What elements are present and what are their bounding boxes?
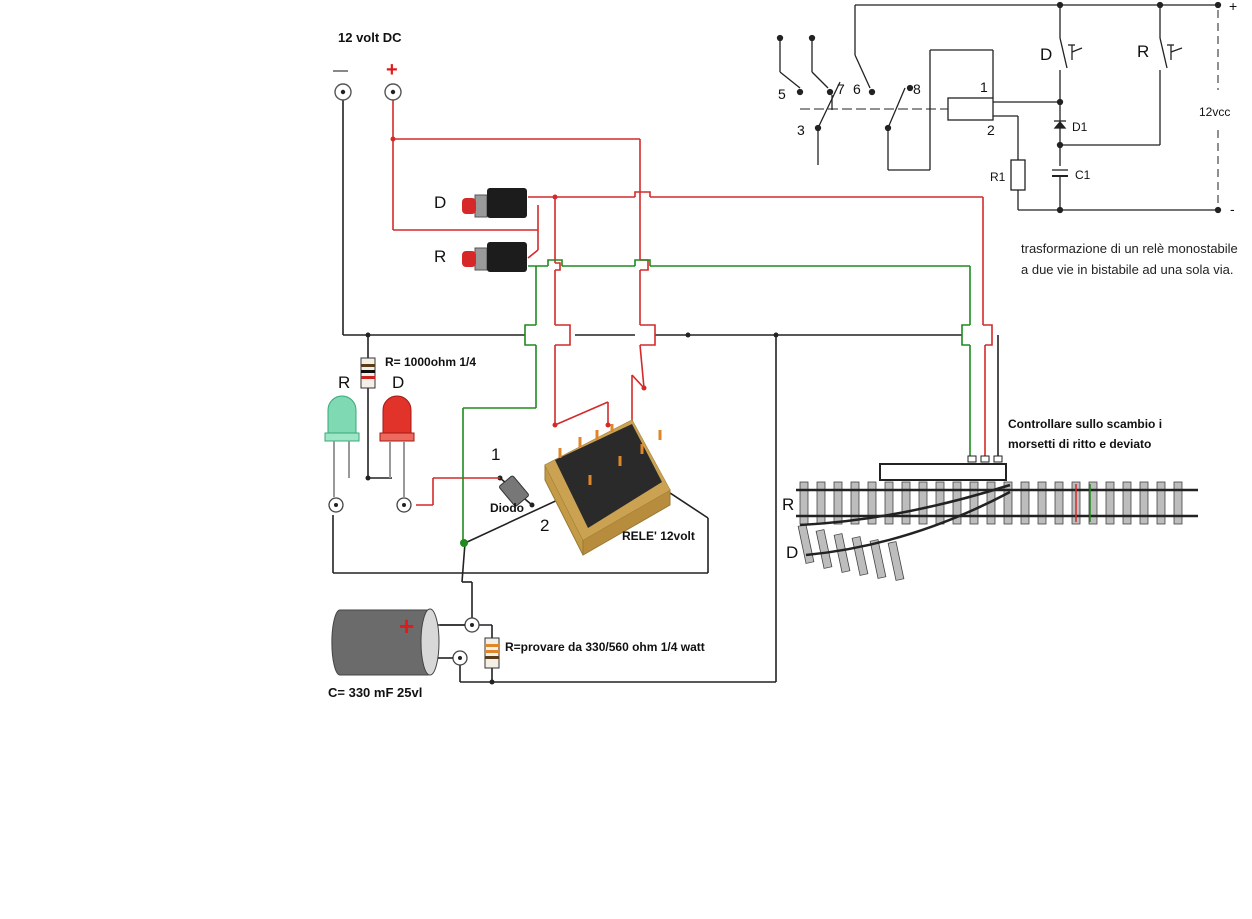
relay-schematic [776, 1, 1222, 214]
schematic-plus-label: + [1229, 0, 1237, 14]
pin-5-label: 5 [778, 86, 786, 102]
pin-3-label: 3 [797, 122, 805, 138]
push-button-r: R [434, 242, 527, 272]
pin-1-label: 1 [980, 79, 988, 95]
capacitor-plus: + [399, 611, 414, 641]
schematic-labels: 5 7 6 8 3 1 2 D R D1 R1 C1 12vcc + - [778, 0, 1237, 217]
resistor-r1-label: R1 [990, 170, 1006, 184]
relay-pin1-label: 1 [491, 445, 500, 464]
track-note: Controllare sullo scambio i morsetti di … [1008, 417, 1163, 451]
led-d-label: D [392, 373, 404, 392]
schematic-minus-label: - [1230, 201, 1235, 217]
pin-2-label: 2 [987, 122, 995, 138]
capacitor-resistor-label: R=provare da 330/560 ohm 1/4 watt [505, 640, 705, 654]
relay-pin2-label: 2 [540, 516, 549, 535]
track-d-label: D [786, 543, 798, 562]
button-r-label: R [434, 247, 446, 266]
track-r-label: R [782, 495, 794, 514]
push-button-d: D [434, 188, 527, 218]
capacitor: + C= 330 mF 25vl [328, 608, 480, 700]
black-wires [332, 100, 999, 683]
button-d-cap [462, 198, 476, 214]
relay-label: RELE' 12volt [622, 529, 695, 543]
red-wires [392, 100, 993, 506]
pin-8-label: 8 [913, 81, 921, 97]
led-resistor: R= 1000ohm 1/4 [360, 355, 476, 389]
capacitor-resistor: R=provare da 330/560 ohm 1/4 watt [484, 637, 705, 669]
turnout-motor [879, 463, 1007, 481]
green-wires [462, 259, 971, 543]
capacitor-c1-label: C1 [1075, 168, 1091, 182]
led-r-label: R [338, 373, 350, 392]
button-r-cap [462, 251, 476, 267]
turnout: R D [782, 455, 1198, 581]
diode-label: Diodo [490, 501, 524, 515]
led-deviated: D [379, 373, 415, 513]
green-junction [460, 539, 468, 547]
supply-title: 12 volt DC [338, 30, 402, 45]
capacitor-label: C= 330 mF 25vl [328, 685, 422, 700]
diagram-description: trasformazione di un relè monostabile a … [1021, 241, 1238, 277]
diode: Diodo 1 2 [490, 445, 549, 535]
button-d-label: D [434, 193, 446, 212]
pin-6-label: 6 [853, 81, 861, 97]
schematic-button-r-label: R [1137, 42, 1149, 61]
led-resistor-label: R= 1000ohm 1/4 [385, 355, 476, 369]
schematic-button-d-label: D [1040, 45, 1052, 64]
pin-7-label: 7 [837, 81, 845, 97]
supply-minus-label: — [333, 62, 348, 79]
diode-d1-label: D1 [1072, 120, 1088, 134]
supply-plus-label: + [386, 59, 398, 81]
power-supply: 12 volt DC — + [333, 30, 402, 101]
voltage-label: 12vcc [1199, 105, 1230, 119]
red-junctions [390, 136, 647, 428]
relay: RELE' 12volt [544, 419, 695, 556]
led-straight: R [324, 373, 360, 513]
